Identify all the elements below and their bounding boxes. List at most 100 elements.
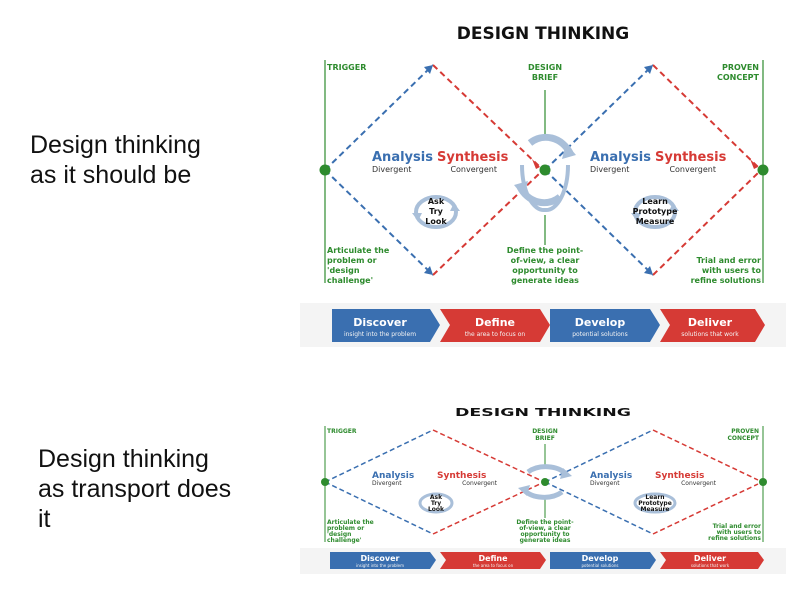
cycle2-text: Measure xyxy=(641,506,670,513)
diamond2-diverge-down xyxy=(544,169,654,276)
diamond1-diverge-down xyxy=(324,481,434,535)
design-thinking-diagram-top: DESIGN THINKING TRIGGER DESIGN BRIEF PRO… xyxy=(300,15,786,350)
analysis-label: Analysis xyxy=(590,150,651,165)
phase-sub: solutions that work xyxy=(681,331,739,338)
phase-label: Develop xyxy=(575,316,626,329)
diamond2-converge-up xyxy=(652,172,759,276)
phase-label: Define xyxy=(478,554,508,563)
trigger-label: TRIGGER xyxy=(327,428,357,435)
note-left: 'design xyxy=(327,266,360,275)
center-cycle-icon xyxy=(518,464,572,500)
phase-sub: insight into the problem xyxy=(356,563,404,568)
cycle2-text: Learn xyxy=(642,197,668,206)
trigger-node xyxy=(321,478,329,486)
diamond2-converge-down xyxy=(652,429,759,481)
note-left: 'design xyxy=(327,531,351,538)
diamond1-diverge-up xyxy=(324,64,434,171)
diamond1-diverge-up xyxy=(324,429,434,483)
cycle1-text: Look xyxy=(428,506,445,513)
note-right: with users to xyxy=(717,529,761,536)
cycle2-text: Learn xyxy=(645,494,664,501)
cycle2-text: Measure xyxy=(636,217,675,226)
cycle-icon-small xyxy=(412,195,460,229)
proven-label: PROVEN xyxy=(731,428,759,435)
synthesis-label: Synthesis xyxy=(437,150,509,165)
phase-label: Develop xyxy=(582,554,619,563)
arrow-head xyxy=(532,159,540,169)
note-left: challenge' xyxy=(327,537,362,544)
brief-node xyxy=(541,478,549,486)
note-right: Trial and error xyxy=(696,256,761,265)
analysis-label: Analysis xyxy=(372,471,414,481)
brief-label: BRIEF xyxy=(532,73,558,82)
proven-label: CONCEPT xyxy=(717,73,760,82)
note-left: Articulate the xyxy=(327,519,374,526)
convergent-label: Convergent xyxy=(450,165,497,174)
note-left: problem or xyxy=(327,256,377,265)
note-center: of-view, a clear xyxy=(511,256,580,265)
design-thinking-diagram-bottom: DESIGN THINKING TRIGGER DESIGN BRIEF PRO… xyxy=(300,402,786,577)
divergent-label: Divergent xyxy=(590,480,620,487)
note-center: opportunity to xyxy=(520,531,569,538)
phase-sub: potential solutions xyxy=(572,331,627,338)
arrow-head xyxy=(644,266,653,275)
synthesis-label: Synthesis xyxy=(655,150,727,165)
trigger-label: TRIGGER xyxy=(327,63,366,72)
phase-sub: the area to focus on xyxy=(473,563,514,568)
phase-define xyxy=(440,309,550,342)
note-center: Define the point- xyxy=(507,246,583,255)
phase-label: Deliver xyxy=(688,316,733,329)
brief-label: BRIEF xyxy=(535,435,555,442)
phase-deliver xyxy=(660,552,764,569)
arrow-head xyxy=(424,65,433,74)
diamond2-diverge-up xyxy=(544,64,654,171)
caption-line: Design thinking xyxy=(38,445,209,473)
proven-label: CONCEPT xyxy=(727,435,759,442)
caption-line: as transport does xyxy=(38,475,232,503)
diamond1-diverge-down xyxy=(324,169,434,276)
cycle1-text: Ask xyxy=(428,197,445,206)
note-left: challenge' xyxy=(327,276,373,285)
arrow-head xyxy=(750,159,758,169)
diamond2-diverge-down xyxy=(544,481,654,535)
divergent-label: Divergent xyxy=(590,165,629,174)
caption-line: as it should be xyxy=(30,161,192,189)
proven-node xyxy=(757,164,769,176)
note-center: of-view, a clear xyxy=(519,525,571,532)
divergent-label: Divergent xyxy=(372,480,402,487)
cycle2-text: Prototype xyxy=(633,207,678,216)
note-right: with users to xyxy=(702,266,762,275)
phase-sub: the area to focus on xyxy=(465,331,526,338)
arrow-head xyxy=(424,266,433,275)
brief-label: DESIGN xyxy=(528,63,562,72)
phase-deliver xyxy=(660,309,765,342)
phase-sub: solutions that work xyxy=(691,563,730,568)
phase-label: Deliver xyxy=(694,554,726,563)
cycle1-text: Look xyxy=(425,217,447,226)
phase-develop xyxy=(550,552,656,569)
note-center: opportunity to xyxy=(512,266,578,275)
phase-sub: potential solutions xyxy=(582,563,619,568)
phase-label: Discover xyxy=(353,316,407,329)
proven-node xyxy=(759,478,767,486)
analysis-label: Analysis xyxy=(372,150,433,165)
phase-label: Discover xyxy=(361,554,400,563)
note-center: generate ideas xyxy=(511,276,579,285)
caption-line: it xyxy=(38,505,51,533)
synthesis-label: Synthesis xyxy=(437,471,486,481)
diamond2-converge-down xyxy=(652,64,759,168)
brief-node xyxy=(539,164,551,176)
phase-label: Define xyxy=(475,316,515,329)
center-cycle-icon xyxy=(514,133,576,213)
diagram-title: DESIGN THINKING xyxy=(455,406,631,419)
cycle1-text: Try xyxy=(431,500,441,507)
note-left: problem or xyxy=(327,525,364,532)
proven-label: PROVEN xyxy=(722,63,759,72)
diamond2-converge-up xyxy=(652,483,759,535)
analysis-label: Analysis xyxy=(590,471,632,481)
note-left: Articulate the xyxy=(327,246,390,255)
cycle2-text: Prototype xyxy=(638,500,672,507)
double-diamond-diagram-compressed: DESIGN THINKING TRIGGER DESIGN BRIEF PRO… xyxy=(300,406,786,574)
synthesis-label: Synthesis xyxy=(655,471,704,481)
diamond1-converge-down xyxy=(432,64,541,168)
